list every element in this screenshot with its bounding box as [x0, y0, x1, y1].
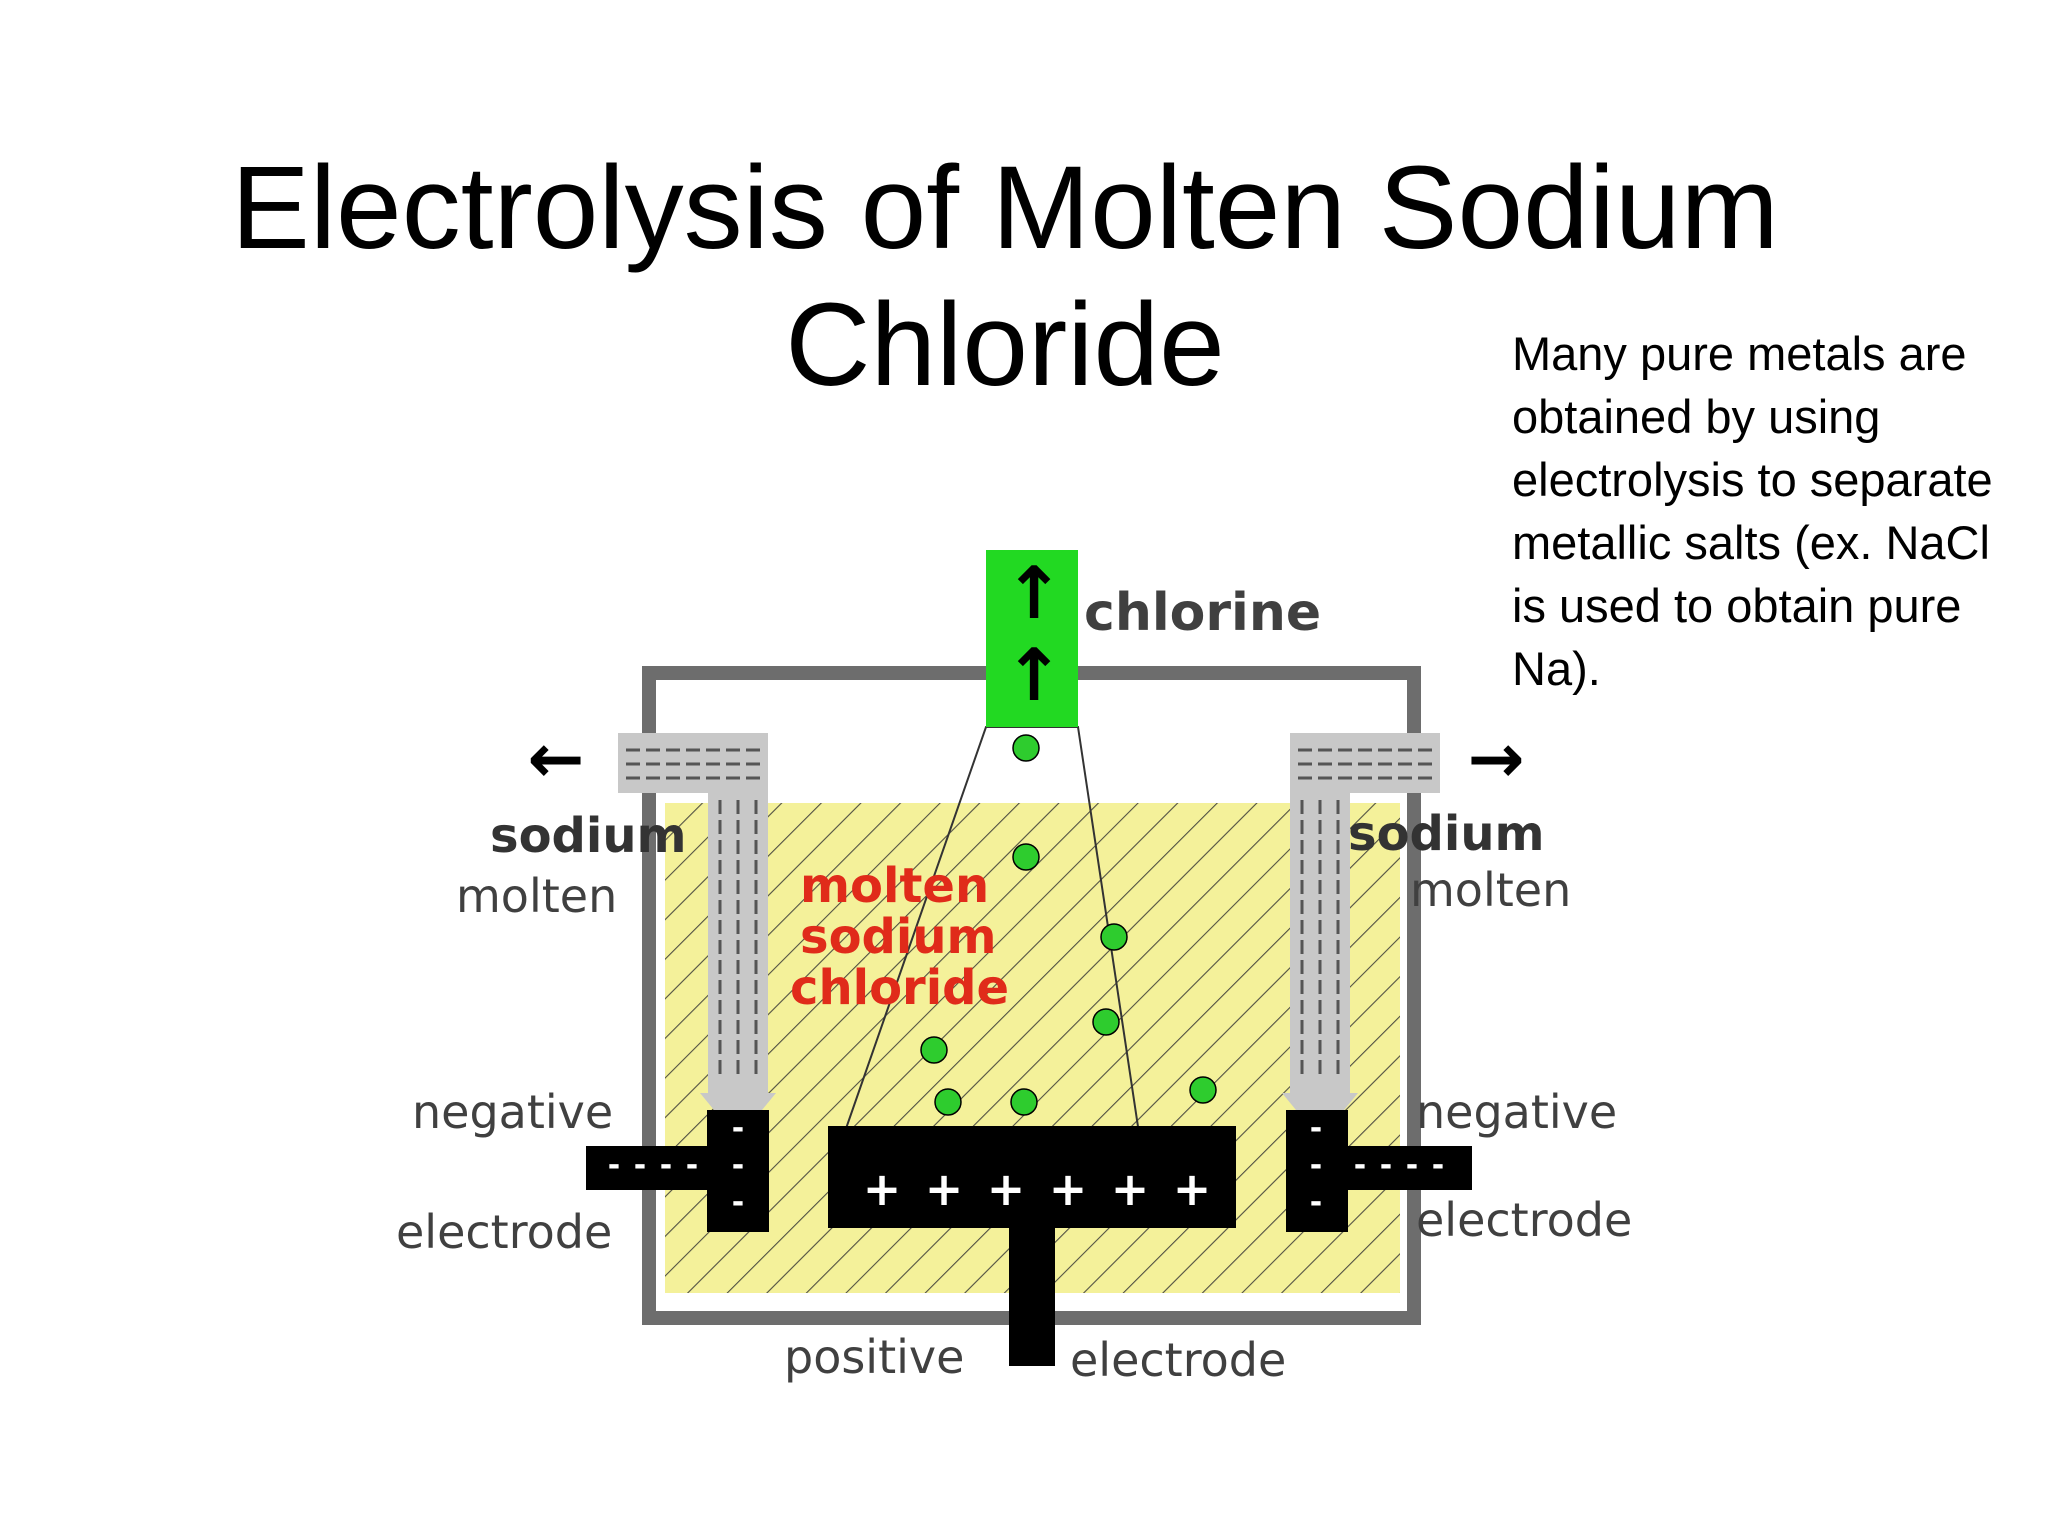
electrode-minus-sign: -: [634, 1148, 646, 1183]
electrode-minus-sign: -: [1432, 1148, 1444, 1183]
title-line-1: Electrolysis of Molten Sodium: [231, 142, 1779, 274]
electrode-minus-sign: -: [732, 1185, 744, 1220]
electrode-plus-sign: +: [925, 1162, 964, 1216]
negative-label-right: negative: [1416, 1085, 1617, 1139]
molten-label-left: molten: [456, 869, 617, 923]
electrode-plus-sign: +: [1049, 1162, 1088, 1216]
molten-nacl-label-line-3: chloride: [790, 960, 1009, 1016]
electrode-minus-sign: -: [1310, 1185, 1322, 1220]
sodium-label-right: sodium: [1348, 806, 1545, 862]
electrode-label-right: electrode: [1416, 1193, 1632, 1247]
electrode-minus-sign: -: [1310, 1148, 1322, 1183]
description-line-1: Many pure metals are: [1512, 327, 1967, 380]
molten-label-right: molten: [1410, 863, 1571, 917]
electrode-minus-sign: -: [732, 1148, 744, 1183]
electrode-minus-sign: -: [608, 1148, 620, 1183]
chlorine-label: chlorine: [1084, 583, 1321, 643]
description-line-3: electrolysis to separate: [1512, 453, 1993, 506]
sodium-label-left: sodium: [490, 808, 687, 864]
right-sodium-collector: [1282, 733, 1440, 1110]
electrode-label-bottom: electrode: [1070, 1333, 1286, 1387]
electrode-plus-sign: +: [863, 1162, 902, 1216]
description-line-4: metallic salts (ex. NaCl: [1512, 516, 1990, 569]
chlorine-outlet: [986, 550, 1078, 727]
positive-electrode: [828, 1126, 1236, 1366]
description-line-2: obtained by using: [1512, 390, 1881, 443]
chlorine-arrow-up-icon: ↑: [1004, 633, 1064, 717]
right-negative-electrode: [1286, 1110, 1472, 1232]
electrode-minus-sign: -: [732, 1111, 744, 1146]
description-line-5: is used to obtain pure: [1512, 579, 1962, 632]
electrolysis-cell-diagram: ↑ ↑ chlorine: [396, 550, 1632, 1387]
molten-nacl-label-line-1: molten: [800, 858, 989, 914]
electrode-minus-sign: -: [660, 1148, 672, 1183]
description-line-6: Na).: [1512, 642, 1601, 695]
electrode-label-left: electrode: [396, 1205, 612, 1259]
chlorine-arrow-up-icon: ↑: [1004, 551, 1064, 635]
left-sodium-collector: [618, 733, 776, 1110]
electrode-plus-sign: +: [1111, 1162, 1150, 1216]
side-description: Many pure metals are obtained by using e…: [1512, 322, 2042, 700]
electrode-minus-sign: -: [1310, 1111, 1322, 1146]
sodium-out-right-arrow-icon: →: [1468, 720, 1525, 799]
electrode-minus-sign: -: [1380, 1148, 1392, 1183]
electrode-plus-sign: +: [1173, 1162, 1212, 1216]
electrode-minus-sign: -: [1354, 1148, 1366, 1183]
title-line-2: Chloride: [785, 279, 1225, 411]
left-negative-electrode: [586, 1110, 769, 1232]
electrode-minus-sign: -: [686, 1148, 698, 1183]
electrode-plus-sign: +: [987, 1162, 1026, 1216]
positive-label: positive: [784, 1330, 964, 1384]
negative-label-left: negative: [412, 1085, 613, 1139]
sodium-out-left-arrow-icon: ←: [528, 720, 585, 799]
chlorine-bubbles: [920, 734, 1217, 1116]
molten-nacl-label-line-2: sodium: [800, 909, 997, 965]
electrode-minus-sign: -: [1406, 1148, 1418, 1183]
slide-title: Electrolysis of Molten Sodium Chloride: [160, 140, 1850, 414]
